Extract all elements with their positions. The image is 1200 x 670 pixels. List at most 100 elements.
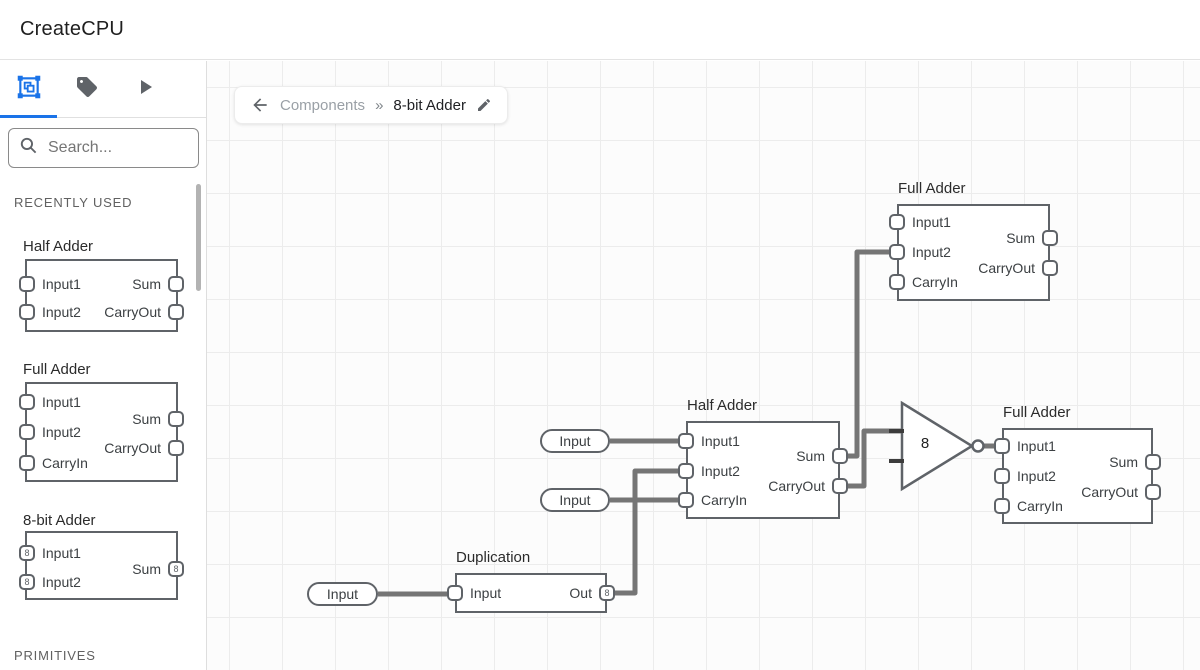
- port[interactable]: [168, 276, 184, 292]
- search-icon: [19, 136, 38, 160]
- port-label: Input2: [701, 463, 740, 479]
- component-name: Full Adder: [23, 361, 91, 378]
- search-box[interactable]: [8, 128, 199, 168]
- port[interactable]: [1145, 484, 1161, 500]
- components-icon: [16, 74, 42, 105]
- node-title: Duplication: [456, 549, 531, 566]
- input-pin[interactable]: Input: [540, 488, 610, 512]
- wire[interactable]: [846, 249, 899, 459]
- port[interactable]: [994, 498, 1010, 514]
- port[interactable]: [19, 276, 35, 292]
- sidebar-scrollbar[interactable]: [196, 184, 201, 291]
- port-label: Sum: [132, 411, 161, 427]
- port-label: CarryIn: [912, 274, 958, 290]
- port-8bit[interactable]: 8: [19, 574, 35, 590]
- port-label: Input1: [42, 545, 81, 561]
- port-label: CarryOut: [104, 304, 161, 320]
- port-label: Input2: [1017, 468, 1056, 484]
- port[interactable]: [19, 394, 35, 410]
- active-tab-indicator: [0, 115, 57, 118]
- port[interactable]: [19, 304, 35, 320]
- node-full-adder-top[interactable]: Full Adder Input1 Input2 CarryIn Sum Car…: [889, 180, 1058, 301]
- component-name: 8-bit Adder: [23, 512, 96, 529]
- port[interactable]: [994, 438, 1010, 454]
- schematic-canvas[interactable]: Components » 8-bit Adder 8 Input: [207, 61, 1200, 670]
- node-body[interactable]: [897, 204, 1050, 301]
- sidebar: RECENTLY USED Half Adder Input1 Input2 S…: [0, 61, 207, 670]
- wire[interactable]: [609, 468, 688, 596]
- port-label: Input1: [912, 214, 951, 230]
- port[interactable]: [994, 468, 1010, 484]
- port[interactable]: [19, 424, 35, 440]
- port[interactable]: [678, 463, 694, 479]
- port[interactable]: [168, 440, 184, 456]
- port-label: Sum: [1109, 454, 1138, 470]
- port-label: Input1: [42, 276, 81, 292]
- port-label: Input1: [701, 433, 740, 449]
- port-8bit[interactable]: 8: [19, 545, 35, 561]
- input-pin-label: Input: [559, 433, 591, 449]
- tab-run[interactable]: [116, 61, 174, 117]
- section-primitives: PRIMITIVES: [14, 648, 96, 663]
- port[interactable]: [678, 492, 694, 508]
- port-label: Input2: [42, 574, 81, 590]
- port-label: CarryIn: [42, 455, 88, 471]
- port[interactable]: [19, 455, 35, 471]
- component-name: Half Adder: [23, 238, 94, 255]
- play-icon: [133, 75, 157, 104]
- breadcrumb-current: 8-bit Adder: [393, 96, 466, 114]
- port-8bit[interactable]: 8: [168, 561, 184, 577]
- port-label: CarryOut: [104, 440, 161, 456]
- port[interactable]: [889, 214, 905, 230]
- input-pin[interactable]: Input: [540, 429, 610, 453]
- port[interactable]: [168, 411, 184, 427]
- section-recently-used: RECENTLY USED: [14, 195, 133, 210]
- port-label: Input1: [1017, 438, 1056, 454]
- search-input[interactable]: [48, 139, 188, 157]
- breadcrumb-parent[interactable]: Components: [280, 96, 366, 114]
- node-full-adder-right[interactable]: Full Adder Input1 Input2 CarryIn Sum Car…: [994, 404, 1161, 524]
- breadcrumb-separator: »: [375, 96, 384, 114]
- port-label: Sum: [796, 448, 825, 464]
- port-label: Sum: [132, 276, 161, 292]
- port-label: Input2: [42, 304, 81, 320]
- node-title: Full Adder: [1003, 404, 1071, 421]
- edit-name-button[interactable]: [476, 97, 492, 113]
- node-body[interactable]: [1002, 428, 1153, 524]
- port-label: Input1: [42, 394, 81, 410]
- input-pin-label: Input: [326, 586, 359, 602]
- wire[interactable]: [846, 428, 902, 489]
- tab-tags[interactable]: [58, 61, 116, 117]
- wire-layer: [378, 249, 1004, 597]
- node-half-adder[interactable]: Half Adder Input1 Input2 CarryIn Sum Car…: [678, 397, 848, 519]
- breadcrumb: Components » 8-bit Adder: [234, 86, 508, 124]
- port-label: Input2: [912, 244, 951, 260]
- port-label: Out: [569, 585, 592, 601]
- tab-components[interactable]: [0, 61, 58, 117]
- port[interactable]: [889, 244, 905, 260]
- port[interactable]: [447, 585, 463, 601]
- port[interactable]: [1042, 230, 1058, 246]
- back-button[interactable]: [250, 95, 270, 115]
- port-label: CarryOut: [1081, 484, 1138, 500]
- input-pin[interactable]: Input: [307, 582, 378, 606]
- port[interactable]: [1145, 454, 1161, 470]
- port-label: CarryIn: [1017, 498, 1063, 514]
- port[interactable]: [832, 478, 848, 494]
- tag-icon: [75, 75, 99, 104]
- buffer-output-bubble[interactable]: [971, 439, 985, 453]
- node-title: Full Adder: [898, 180, 966, 197]
- port[interactable]: [168, 304, 184, 320]
- port-label: CarryOut: [978, 260, 1035, 276]
- port-label: Input: [470, 585, 502, 601]
- buffer-gate[interactable]: [900, 400, 975, 492]
- node-body[interactable]: [686, 421, 840, 519]
- port-8bit[interactable]: 8: [599, 585, 615, 601]
- port[interactable]: [678, 433, 694, 449]
- port-label: CarryOut: [768, 478, 825, 494]
- page-title: CreateCPU: [20, 18, 125, 40]
- port[interactable]: [1042, 260, 1058, 276]
- node-duplication[interactable]: Duplication Input 8 Out: [447, 549, 615, 613]
- port[interactable]: [832, 448, 848, 464]
- port[interactable]: [889, 274, 905, 290]
